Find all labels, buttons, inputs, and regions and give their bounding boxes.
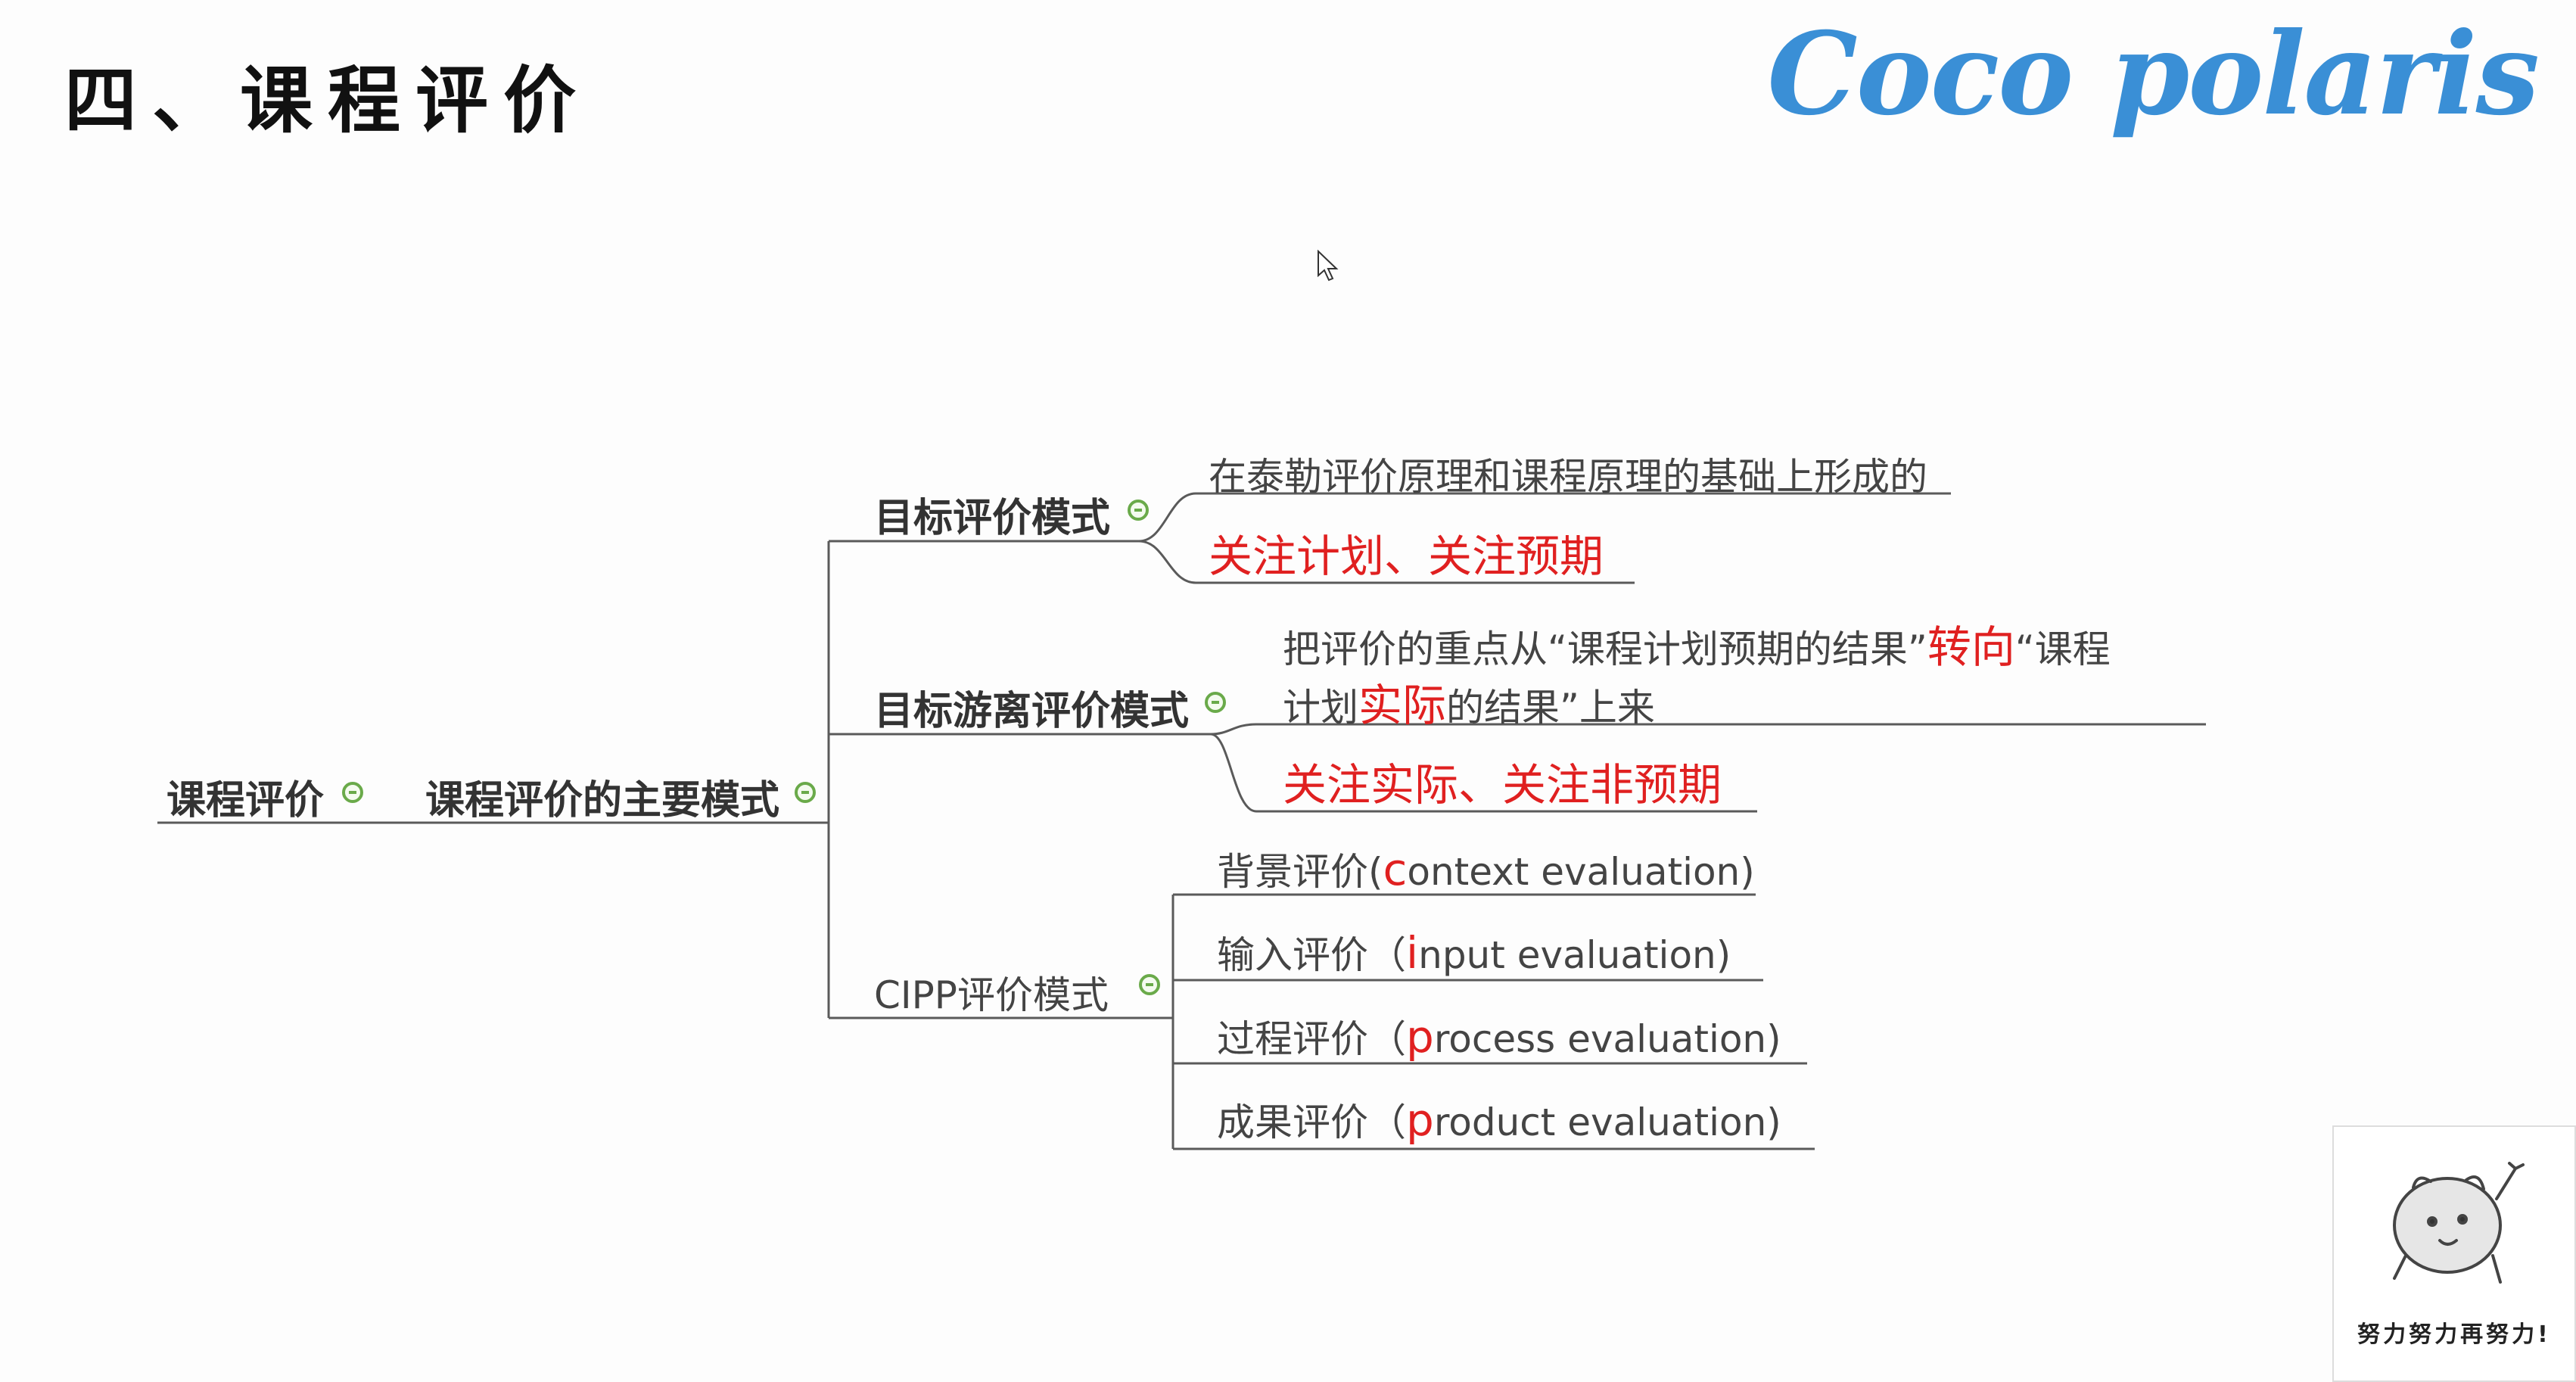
- desc-text: 把评价的重点从“课程计划预期的结果”: [1283, 627, 1927, 671]
- cipp-item-text: rocess evaluation): [1433, 1017, 1781, 1061]
- goal-model-node[interactable]: 目标评价模式: [874, 496, 1111, 541]
- collapse-icon[interactable]: [1205, 692, 1226, 713]
- collapse-icon[interactable]: [795, 782, 816, 803]
- page-title: 四、课程评价: [64, 58, 591, 143]
- main-node[interactable]: 课程评价的主要模式: [425, 778, 780, 823]
- desc-text: 的结果”上来: [1446, 686, 1655, 730]
- desc-text: “课程: [2014, 627, 2111, 671]
- cipp-item-initial: i: [1406, 927, 1419, 979]
- cipp-item-product: 成果评价（product evaluation): [1217, 1092, 1781, 1147]
- cipp-item-context: 背景评价(context evaluation): [1217, 842, 1755, 896]
- goal-model-focus: 关注计划、关注预期: [1209, 531, 1604, 582]
- logo: Coco polaris: [1767, 8, 2540, 141]
- desc-highlight: 实际: [1358, 680, 1447, 731]
- collapse-icon[interactable]: [1128, 500, 1149, 521]
- cipp-item-text: roduct evaluation): [1433, 1100, 1781, 1144]
- goal-free-focus: 关注实际、关注非预期: [1283, 759, 1722, 811]
- cipp-item-text: ontext evaluation): [1407, 850, 1755, 894]
- sticker-caption: 努力努力再努力!: [2357, 1321, 2551, 1348]
- cipp-item-text: 背景评价(: [1217, 850, 1383, 894]
- collapse-icon[interactable]: [1139, 974, 1160, 995]
- cipp-item-process: 过程评价（process evaluation): [1217, 1009, 1781, 1063]
- cipp-item-initial: p: [1406, 1094, 1434, 1146]
- cipp-item-input: 输入评价（input evaluation): [1217, 925, 1731, 979]
- goal-model-desc: 在泰勒评价原理和课程原理的基础上形成的: [1209, 455, 1927, 499]
- cipp-item-text: 成果评价（: [1217, 1100, 1406, 1144]
- cipp-item-initial: c: [1383, 844, 1408, 895]
- collapse-icon[interactable]: [342, 782, 363, 803]
- hamster-icon: [2393, 1162, 2525, 1284]
- cipp-item-text: 过程评价（: [1217, 1017, 1406, 1061]
- desc-text: 计划: [1283, 686, 1358, 730]
- sticker: 努力努力再努力!: [2332, 1125, 2576, 1382]
- cipp-item-text: nput evaluation): [1418, 933, 1731, 977]
- cursor-icon: [1318, 250, 1339, 282]
- goal-free-desc-line2: 计划实际的结果”上来: [1283, 670, 1655, 733]
- root-node[interactable]: 课程评价: [166, 778, 325, 823]
- cipp-item-initial: p: [1406, 1011, 1434, 1063]
- cipp-model-node[interactable]: CIPP评价模式: [874, 973, 1109, 1017]
- cipp-item-text: 输入评价（: [1217, 933, 1406, 977]
- goal-free-desc-line1: 把评价的重点从“课程计划预期的结果”转向“课程: [1283, 612, 2111, 675]
- goal-free-model-node[interactable]: 目标游离评价模式: [874, 689, 1190, 734]
- desc-highlight: 转向: [1927, 621, 2015, 673]
